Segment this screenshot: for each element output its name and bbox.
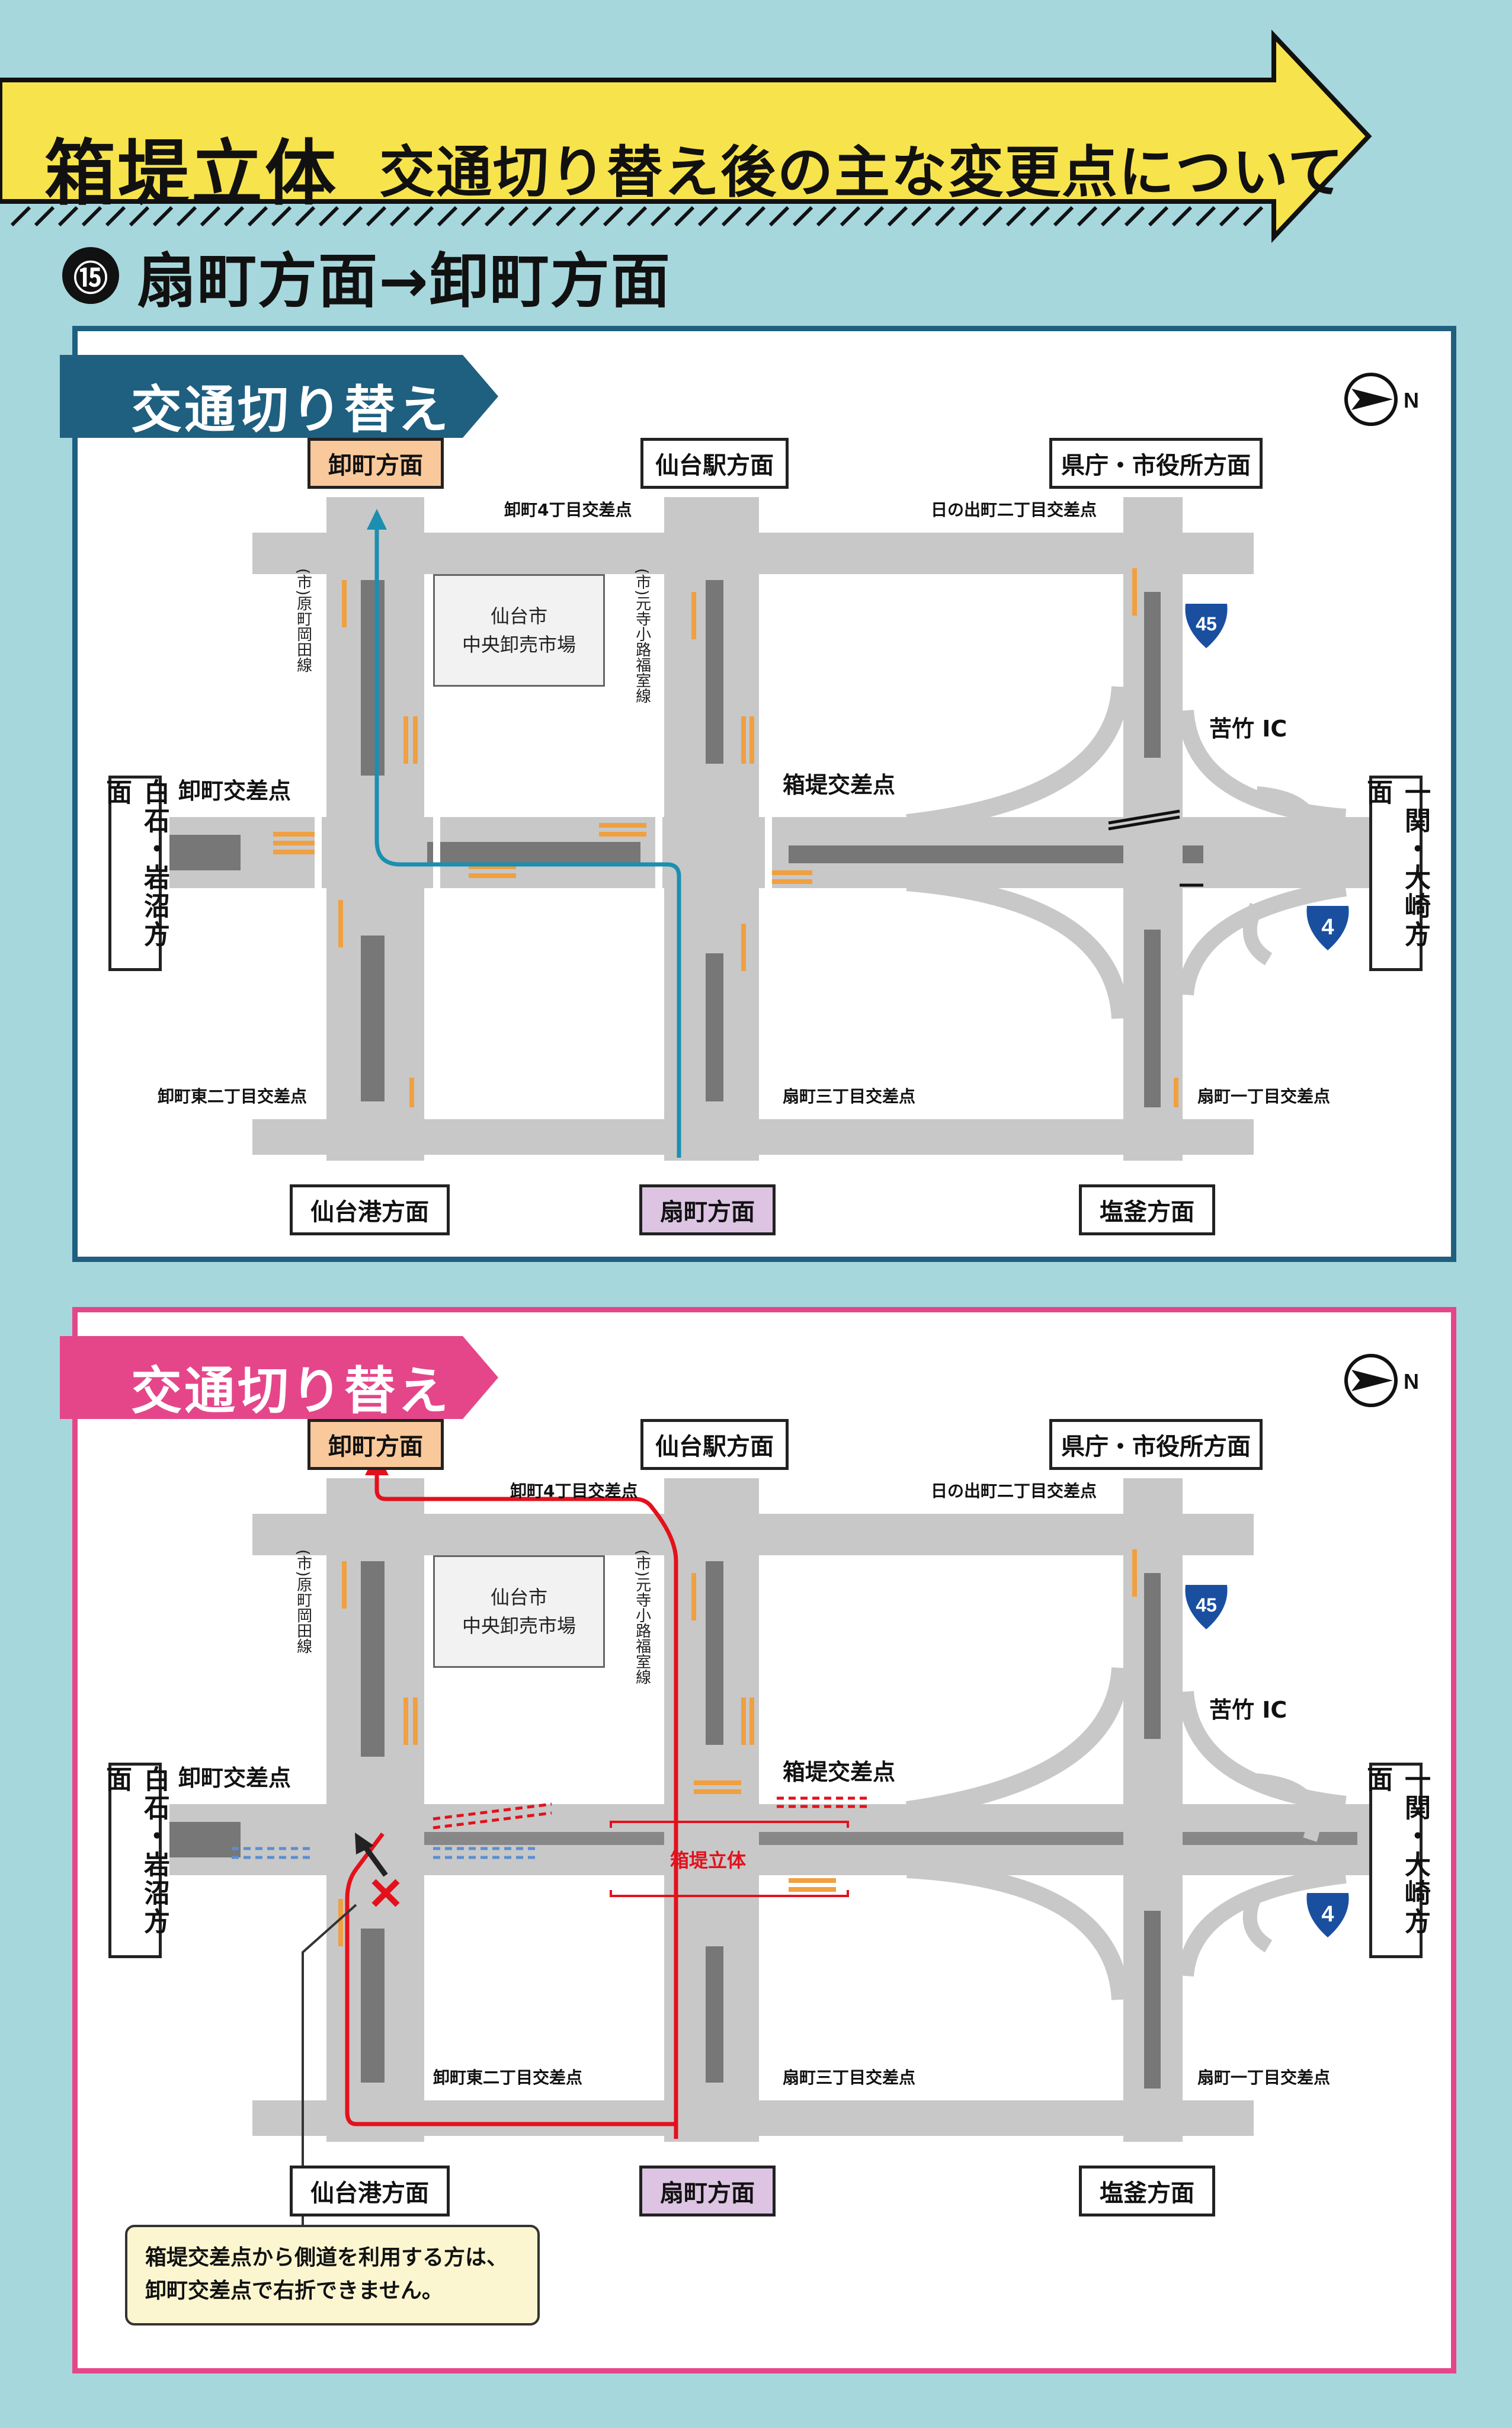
ix-oroshimachi: 卸町交差点 bbox=[178, 1765, 291, 1791]
section-heading: ⑮ 扇町方面→卸町方面 bbox=[62, 234, 671, 317]
ribbon-label: 交通切り替え後 bbox=[131, 1362, 451, 1495]
road-label-haramachi: (市)原町岡田線 bbox=[294, 568, 312, 673]
ribbon-before: 交通切り替え前 bbox=[60, 355, 498, 514]
dest-shiroishi: 白石・岩沼方面 bbox=[101, 1763, 169, 1958]
route-45-shield-icon: 45 bbox=[1185, 1585, 1228, 1629]
road-label-haramachi: (市)原町岡田線 bbox=[294, 1549, 312, 1654]
ix-ogimachi1: 扇町一丁目交差点 bbox=[1197, 1087, 1331, 1106]
svg-text:45: 45 bbox=[1196, 1594, 1217, 1616]
central-market: 仙台市 中央卸売市場 bbox=[433, 1555, 605, 1668]
route-45-shield-icon: 45 bbox=[1185, 604, 1228, 648]
dest-shiogama: 塩釜方面 bbox=[1079, 1184, 1215, 1235]
caution-note: 箱堤交差点から側道を利用する方は、 卸町交差点で右折できません。 bbox=[125, 2225, 540, 2326]
route-4-shield-icon: 4 bbox=[1306, 1893, 1349, 1937]
ix-hakozutsumi: 箱堤交差点 bbox=[783, 772, 896, 798]
svg-text:4: 4 bbox=[1321, 1902, 1334, 1927]
north-compass-icon: N bbox=[1344, 373, 1419, 426]
route-after-sideroad bbox=[345, 1832, 678, 2139]
ribbon-shape bbox=[60, 355, 498, 438]
ix-hinode2: 日の出町二丁目交差点 bbox=[931, 500, 1097, 520]
compass-n: N bbox=[1404, 1369, 1419, 1394]
road-label-mototerakoji: (市)元寺小路福室線 bbox=[633, 568, 651, 704]
panel-after: 交通切り替え後 N bbox=[60, 1307, 1456, 2373]
ribbon-shape bbox=[60, 1336, 498, 1419]
viaduct-label: 箱堤立体 bbox=[670, 1849, 747, 1872]
compass-n: N bbox=[1404, 388, 1419, 412]
ix-oroshimachi4: 卸町4丁目交差点 bbox=[510, 1481, 638, 1501]
ribbon-label: 交通切り替え前 bbox=[131, 380, 451, 514]
route-4-shield-icon: 4 bbox=[1306, 906, 1349, 950]
central-market: 仙台市 中央卸売市場 bbox=[433, 574, 605, 687]
road-map-after bbox=[169, 1452, 1378, 2228]
dest-sendai-station: 仙台駅方面 bbox=[640, 1419, 789, 1470]
svg-text:45: 45 bbox=[1196, 613, 1217, 635]
road-map-before bbox=[169, 497, 1378, 1161]
ix-oroshimachi-higashi2: 卸町東二丁目交差点 bbox=[433, 2068, 583, 2087]
dest-oroshimachi: 卸町方面 bbox=[307, 1419, 444, 1470]
ix-hinode2: 日の出町二丁目交差点 bbox=[931, 1481, 1097, 1501]
route-before bbox=[374, 527, 681, 1158]
ix-oroshimachi: 卸町交差点 bbox=[178, 778, 291, 804]
viaduct-deck bbox=[415, 1832, 1357, 1845]
dest-ichinoseki: 一関・大崎方面 bbox=[1362, 776, 1430, 971]
banner-arrow-shape bbox=[0, 30, 1372, 244]
dest-ogimachi: 扇町方面 bbox=[639, 1184, 776, 1235]
section-number: ⑮ bbox=[62, 247, 119, 304]
ribbon-after: 交通切り替え後 bbox=[60, 1336, 498, 1495]
ic-nigatake: 苦竹 IC bbox=[1209, 716, 1287, 742]
dest-sendai-station: 仙台駅方面 bbox=[640, 438, 789, 489]
svg-text:4: 4 bbox=[1321, 915, 1334, 940]
dest-shiroishi: 白石・岩沼方面 bbox=[101, 776, 169, 971]
dest-sendai-port: 仙台港方面 bbox=[290, 2166, 450, 2216]
dest-ogimachi: 扇町方面 bbox=[639, 2166, 776, 2216]
route-before-arrowhead bbox=[367, 509, 387, 530]
ix-ogimachi3: 扇町三丁目交差点 bbox=[783, 2068, 916, 2087]
panel-before: 交通切り替え前 N bbox=[60, 326, 1456, 1262]
section-title: 扇町方面→卸町方面 bbox=[137, 246, 671, 316]
dest-oroshimachi: 卸町方面 bbox=[307, 438, 444, 489]
ix-ogimachi1: 扇町一丁目交差点 bbox=[1197, 2068, 1331, 2087]
ic-nigatake: 苦竹 IC bbox=[1209, 1697, 1287, 1723]
ix-ogimachi3: 扇町三丁目交差点 bbox=[783, 1087, 916, 1106]
route-after bbox=[374, 1472, 678, 2139]
dest-ichinoseki: 一関・大崎方面 bbox=[1362, 1763, 1430, 1958]
title-banner: 箱堤立体 交通切り替え後の主な変更点について bbox=[0, 30, 1512, 267]
road-label-mototerakoji: (市)元寺小路福室線 bbox=[633, 1549, 651, 1685]
prohibited-x-icon bbox=[371, 1879, 400, 1907]
ix-hakozutsumi: 箱堤交差点 bbox=[783, 1759, 896, 1785]
dest-kencho: 県庁・市役所方面 bbox=[1049, 1419, 1263, 1470]
ix-oroshimachi4: 卸町4丁目交差点 bbox=[504, 500, 632, 520]
dest-shiogama: 塩釜方面 bbox=[1079, 2166, 1215, 2216]
banner-subtitle: 交通切り替え後の主な変更点について bbox=[379, 140, 1345, 205]
dest-kencho: 県庁・市役所方面 bbox=[1049, 438, 1263, 489]
north-compass-icon: N bbox=[1344, 1354, 1419, 1407]
banner-title: 箱堤立体 bbox=[44, 133, 338, 215]
dest-sendai-port: 仙台港方面 bbox=[290, 1184, 450, 1235]
ix-oroshimachi-higashi2: 卸町東二丁目交差点 bbox=[158, 1087, 307, 1106]
